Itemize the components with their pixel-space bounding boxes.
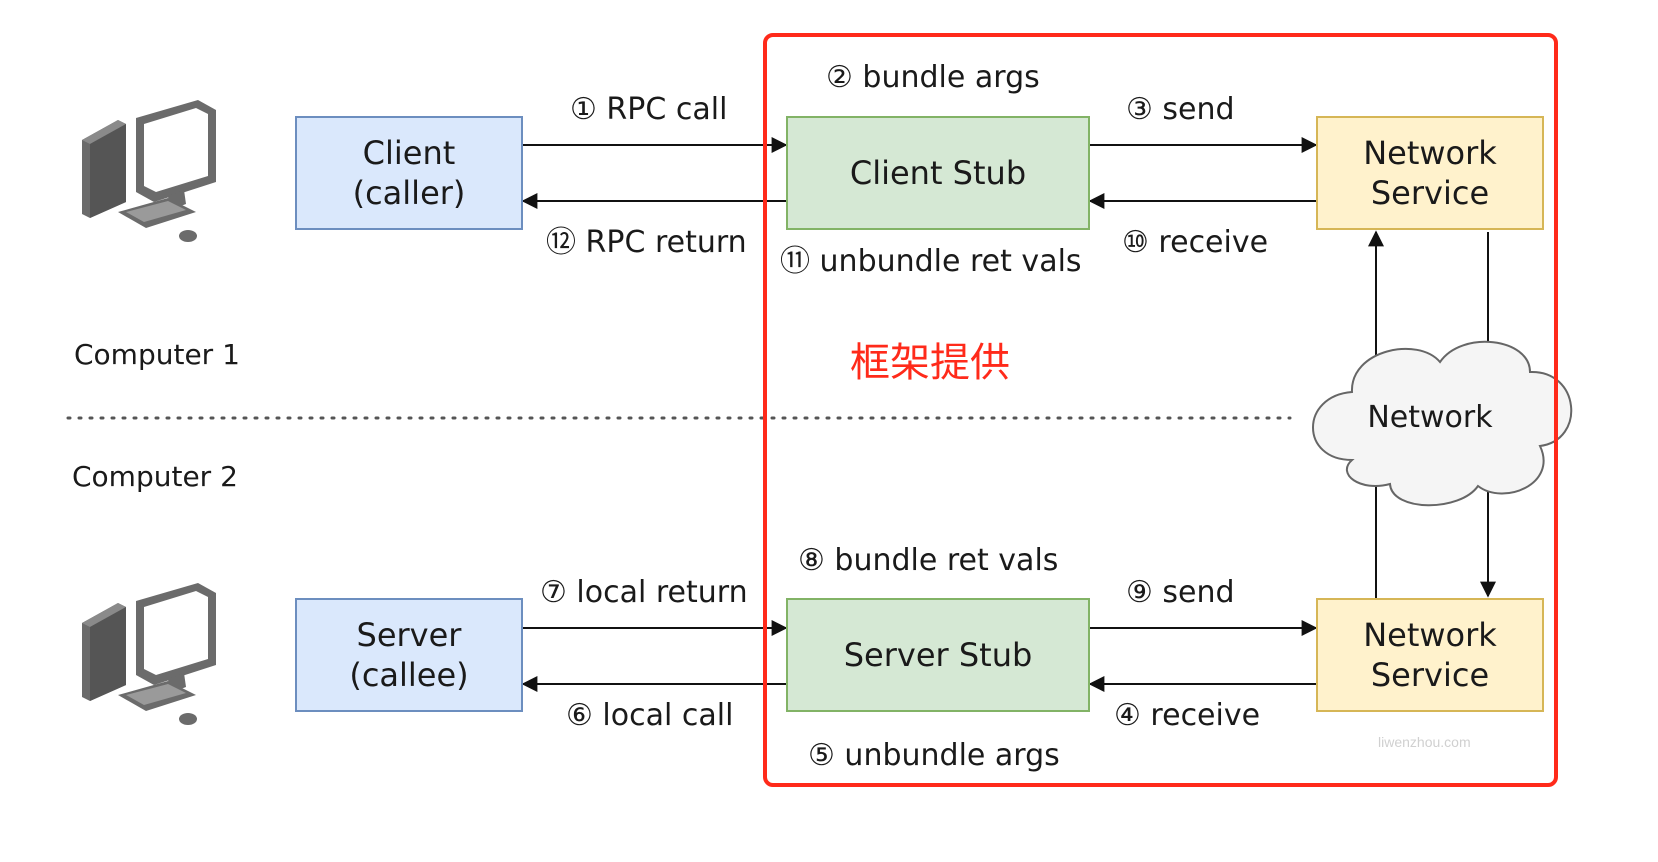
step-7-label: ⑦ local return bbox=[540, 575, 748, 610]
step-12-label: ⑫ RPC return bbox=[546, 225, 747, 260]
computer-1-label: Computer 1 bbox=[74, 338, 240, 371]
client-box: Client (caller) bbox=[295, 116, 523, 230]
network-cloud-label: Network bbox=[1367, 400, 1493, 435]
step-10-label: ⑩ receive bbox=[1122, 225, 1269, 260]
computer-2-label: Computer 2 bbox=[72, 460, 238, 493]
step-5-label: ⑤ unbundle args bbox=[808, 738, 1060, 773]
network-service-top-box: Network Service bbox=[1316, 116, 1544, 230]
network-service-bottom-box: Network Service bbox=[1316, 598, 1544, 712]
framework-boundary bbox=[763, 33, 1558, 787]
step-6-label: ⑥ local call bbox=[566, 698, 734, 733]
desktop-computer-icon bbox=[82, 100, 216, 242]
step-4-label: ④ receive bbox=[1114, 698, 1261, 733]
server-box: Server (callee) bbox=[295, 598, 523, 712]
server-stub-box: Server Stub bbox=[786, 598, 1090, 712]
step-11-label: ⑪ unbundle ret vals bbox=[780, 244, 1082, 279]
step-1-label: ① RPC call bbox=[570, 92, 728, 127]
desktop-computer-icon bbox=[82, 583, 216, 725]
step-8-label: ⑧ bundle ret vals bbox=[798, 543, 1059, 578]
framework-provided-label: 框架提供 bbox=[850, 340, 1010, 386]
step-3-label: ③ send bbox=[1126, 92, 1235, 127]
watermark: liwenzhou.com bbox=[1378, 734, 1471, 750]
client-stub-box: Client Stub bbox=[786, 116, 1090, 230]
step-2-label: ② bundle args bbox=[826, 60, 1040, 95]
step-9-label: ⑨ send bbox=[1126, 575, 1235, 610]
cloud-icon bbox=[1312, 340, 1573, 507]
